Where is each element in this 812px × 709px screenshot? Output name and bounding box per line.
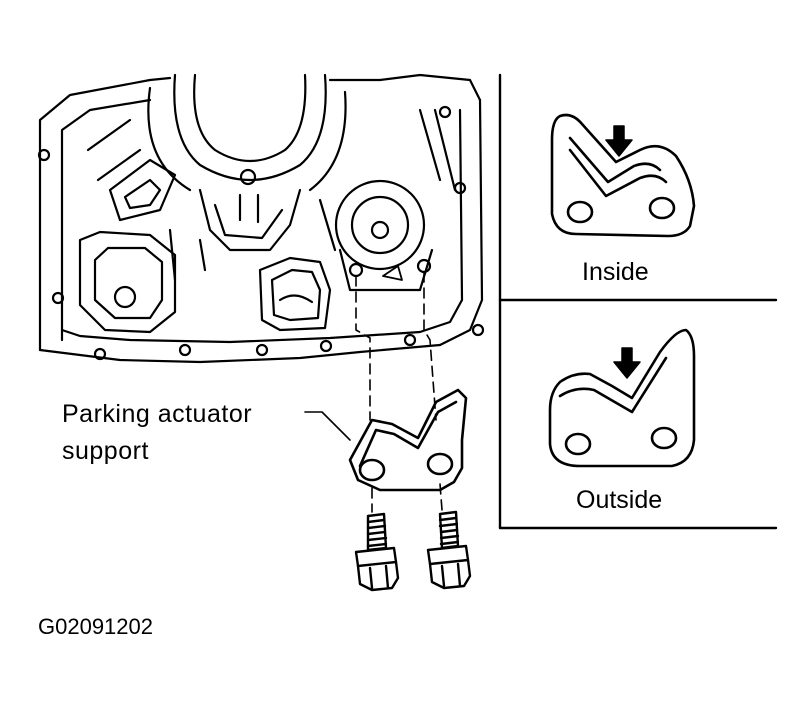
outside-label: Outside [576,486,663,514]
inset-frame [498,73,778,530]
outside-arrow-icon [613,347,641,379]
alignment-lines [355,271,443,513]
bolt-right [426,510,472,590]
inside-arrow-icon [605,125,633,157]
bolt-left [354,512,400,592]
outside-view-part [548,328,696,468]
inside-view-part [550,113,696,238]
inside-label: Inside [582,258,649,286]
callout-leader [304,411,351,441]
transmission-case [37,73,485,364]
figure-id: G02091202 [38,614,153,639]
parking-actuator-support [348,388,468,492]
callout-label-line1: Parking actuator [62,400,253,428]
callout-label-line2: support [62,437,149,465]
